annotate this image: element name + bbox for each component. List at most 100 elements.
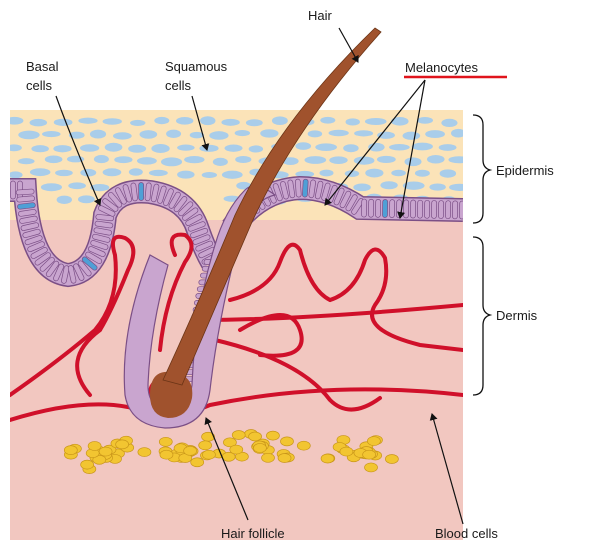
- squamous-cell: [161, 157, 182, 166]
- squamous-cell: [246, 119, 263, 126]
- squamous-cells-label-line2: cells: [165, 78, 192, 93]
- dermis-brace: [473, 237, 490, 395]
- basal-cells-label-line2: cells: [26, 78, 53, 93]
- basal-cell: [368, 199, 373, 217]
- squamous-cell: [80, 169, 96, 177]
- squamous-cell: [225, 144, 243, 151]
- fat-cell: [64, 446, 77, 455]
- fat-cell: [262, 453, 275, 462]
- melanocyte-cell: [382, 199, 387, 217]
- squamous-cell: [213, 158, 228, 166]
- fat-cell: [367, 437, 380, 446]
- squamous-cell: [114, 156, 132, 163]
- squamous-cell: [78, 118, 97, 124]
- squamous-cell: [222, 171, 243, 179]
- squamous-cell: [31, 145, 49, 152]
- basal-cell: [438, 201, 443, 219]
- dermis-label: Dermis: [496, 308, 538, 323]
- squamous-cell: [365, 118, 387, 125]
- squamous-cell: [177, 171, 194, 179]
- squamous-cell: [343, 144, 358, 152]
- squamous-cell: [412, 143, 433, 151]
- fat-cell: [99, 447, 112, 456]
- squamous-cell: [42, 131, 60, 137]
- basal-cell: [417, 200, 422, 218]
- squamous-cell: [448, 156, 469, 163]
- squamous-cell: [6, 144, 21, 151]
- squamous-cell: [320, 117, 335, 124]
- squamous-cell: [166, 130, 181, 138]
- squamous-cell: [417, 117, 433, 124]
- fat-cell: [184, 446, 197, 455]
- fat-cell: [230, 445, 243, 454]
- squamous-cell: [94, 155, 109, 163]
- fat-cell: [199, 441, 212, 450]
- fat-cell: [253, 443, 266, 452]
- squamous-cell: [272, 116, 288, 125]
- squamous-cell: [18, 131, 39, 140]
- fat-cell: [266, 431, 279, 440]
- basal-cell: [389, 200, 394, 218]
- squamous-cell: [391, 170, 406, 176]
- basal-cell: [295, 179, 301, 197]
- squamous-cell: [151, 144, 169, 153]
- squamous-cell: [308, 130, 323, 137]
- hair-follicle-label: Hair follicle: [221, 526, 285, 541]
- squamous-cell: [380, 181, 397, 189]
- blood-cells-label: Blood cells: [435, 526, 498, 541]
- squamous-cell: [68, 182, 86, 189]
- squamous-cell: [41, 183, 62, 191]
- squamous-cell: [354, 156, 375, 164]
- squamous-cell: [80, 144, 99, 151]
- squamous-cell: [53, 145, 71, 152]
- fat-cell: [81, 460, 94, 469]
- squamous-cell: [149, 170, 168, 176]
- squamous-cell: [140, 130, 158, 139]
- squamous-cell: [235, 130, 250, 136]
- squamous-cell: [129, 168, 143, 175]
- squamous-cell: [249, 145, 263, 152]
- squamous-cell: [415, 170, 430, 177]
- hair-label: Hair: [308, 8, 333, 23]
- squamous-cell: [103, 118, 122, 124]
- squamous-cell: [30, 119, 48, 127]
- squamous-cell: [260, 129, 278, 137]
- squamous-cell: [451, 129, 466, 138]
- squamous-cell: [78, 195, 95, 203]
- basal-cell: [16, 189, 34, 195]
- squamous-cell: [319, 170, 333, 177]
- fat-cell: [232, 430, 245, 439]
- squamous-cell: [304, 156, 326, 164]
- squamous-cell: [441, 119, 457, 127]
- squamous-cell: [354, 130, 373, 136]
- squamous-cell: [54, 119, 73, 126]
- fat-cell: [321, 454, 334, 463]
- squamous-cell: [103, 168, 122, 176]
- squamous-cell: [328, 130, 348, 136]
- basal-cell: [424, 200, 429, 218]
- basal-cells-label-line1: Basal: [26, 59, 59, 74]
- squamous-cell: [427, 155, 445, 164]
- melanocyte-cell: [139, 182, 144, 200]
- squamous-cell: [439, 144, 457, 151]
- fat-cell: [278, 454, 291, 463]
- fat-cell: [88, 441, 101, 450]
- fat-cell: [160, 450, 173, 459]
- squamous-cell: [403, 132, 421, 140]
- squamous-cell: [184, 156, 204, 163]
- basal-cell: [403, 200, 408, 218]
- squamous-cell: [45, 155, 63, 163]
- fat-cell: [297, 441, 310, 450]
- squamous-cell: [346, 118, 360, 125]
- squamous-cell: [8, 171, 22, 178]
- basal-cell: [431, 200, 436, 218]
- squamous-cell: [429, 183, 445, 190]
- squamous-cell: [235, 156, 251, 163]
- squamous-cell: [365, 169, 383, 178]
- epidermis-label: Epidermis: [496, 163, 554, 178]
- squamous-cell: [113, 132, 132, 139]
- squamous-cell: [130, 120, 145, 126]
- squamous-cell: [425, 130, 445, 138]
- squamous-cell: [199, 145, 218, 152]
